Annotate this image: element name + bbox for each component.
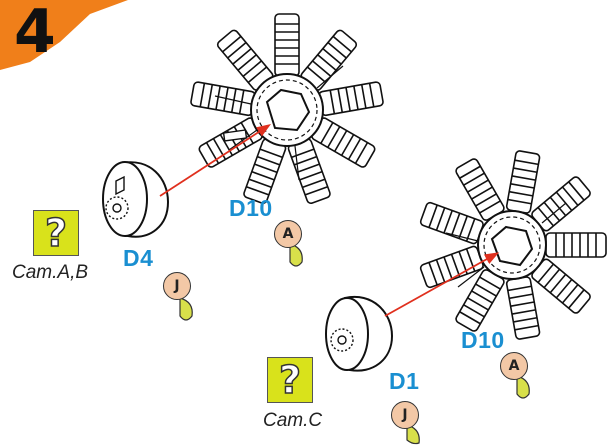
color-tag-j-left: J <box>163 272 191 300</box>
paint-drops <box>179 243 530 445</box>
help-icon-cam-c[interactable]: ? <box>267 357 313 403</box>
part-label-d10-bottom: D10 <box>461 327 505 353</box>
spinner-d1 <box>325 295 394 372</box>
assembly-arrow-bottom <box>384 252 500 317</box>
step-number: 4 <box>14 0 56 67</box>
color-tag-a-bottom: A <box>500 352 528 380</box>
part-label-d1: D1 <box>389 368 420 394</box>
help-icon-cam-ab[interactable]: ? <box>33 210 79 256</box>
spinner-d4 <box>102 161 170 238</box>
color-tag-j-bottom: J <box>391 401 419 429</box>
radial-engine-top <box>190 13 384 204</box>
color-tag-a-top: A <box>274 220 302 248</box>
camera-caption-ab: Cam.A,B <box>12 262 89 283</box>
step-badge-shape <box>0 0 128 70</box>
question-mark-icon: ? <box>278 358 302 402</box>
assembly-arrow-top <box>159 124 272 197</box>
camera-caption-c: Cam.C <box>263 410 323 431</box>
part-label-d4: D4 <box>123 245 154 271</box>
part-label-d10-top: D10 <box>229 195 273 221</box>
radial-engine-bottom <box>419 150 607 340</box>
question-mark-icon: ? <box>44 211 68 255</box>
